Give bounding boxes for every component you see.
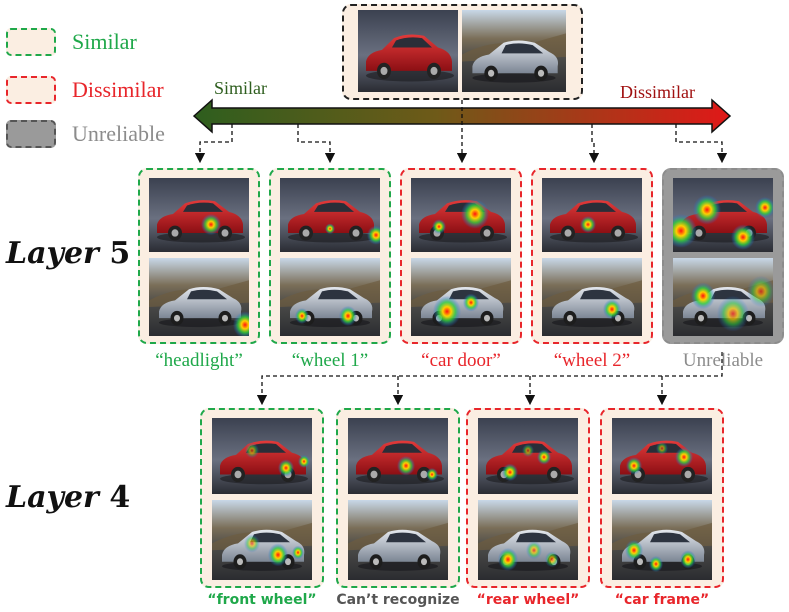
heatmap-image-bottom	[542, 258, 642, 336]
heatmap-image-bottom	[673, 258, 773, 336]
heatmap-image-bottom	[612, 500, 712, 580]
layer-5-word: Layer	[6, 236, 99, 271]
heatmap-image-top	[149, 178, 249, 252]
heatmap-image-bottom	[348, 500, 448, 580]
heatmap-image-top	[348, 418, 448, 494]
heatmap-image-top	[212, 418, 312, 494]
legend-label-dissimilar: Dissimilar	[72, 77, 164, 102]
layer4-caption-cant-recognize: Can’t recognize	[336, 592, 460, 608]
layer5-caption-car-door: “car door”	[421, 350, 501, 371]
heatmap-image-top	[478, 418, 578, 494]
heatmap-image-bottom	[411, 258, 511, 336]
layer4-card-cant-recognize	[336, 408, 460, 588]
legend-swatch-dissimilar	[6, 76, 56, 104]
layer5-card-wheel-2	[531, 168, 653, 344]
layer4-card-rear-wheel	[466, 408, 590, 588]
heatmap-image-bottom	[149, 258, 249, 336]
layer-5-label: Layer 5	[6, 236, 130, 271]
legend-label-similar: Similar	[72, 29, 137, 54]
heatmap-image-top	[411, 178, 511, 252]
legend-swatch-unreliable	[6, 120, 56, 148]
layer5-caption-wheel-2: “wheel 2”	[553, 350, 631, 371]
legend-swatch-similar	[6, 28, 56, 56]
layer4-caption-car-frame: “car frame”	[614, 592, 710, 608]
heatmap-image-bottom	[280, 258, 380, 336]
layer4-caption-front-wheel: “front wheel”	[207, 592, 317, 608]
heatmap-image-bottom	[212, 500, 312, 580]
layer4-card-car-frame	[600, 408, 724, 588]
legend-label-unreliable: Unreliable	[72, 121, 165, 146]
heatmap-image-top	[673, 178, 773, 252]
reference-image-pair	[342, 4, 583, 100]
heatmap-image-top	[612, 418, 712, 494]
layer5-caption-unreliable: Unreliable	[682, 350, 764, 371]
heatmap-image-bottom	[478, 500, 578, 580]
heatmap-image-top	[542, 178, 642, 252]
layer4-card-front-wheel	[200, 408, 324, 588]
heatmap-image-top	[280, 178, 380, 252]
layer5-card-headlight	[138, 168, 260, 344]
layer5-card-wheel-1	[269, 168, 391, 344]
layer-4-word: Layer	[6, 480, 99, 515]
layer5-caption-headlight: “headlight”	[155, 350, 243, 371]
layer-4-number: 4	[109, 480, 131, 515]
layer5-caption-wheel-1: “wheel 1”	[291, 350, 369, 371]
layer4-caption-rear-wheel: “rear wheel”	[476, 592, 580, 608]
layer5-card-unreliable	[662, 168, 784, 344]
scale-label-similar: Similar	[214, 78, 267, 98]
layer-4-label: Layer 4	[6, 480, 130, 515]
layer5-card-car-door	[400, 168, 522, 344]
scale-label-dissimilar: Dissimilar	[620, 82, 695, 102]
layer-5-number: 5	[109, 236, 131, 271]
